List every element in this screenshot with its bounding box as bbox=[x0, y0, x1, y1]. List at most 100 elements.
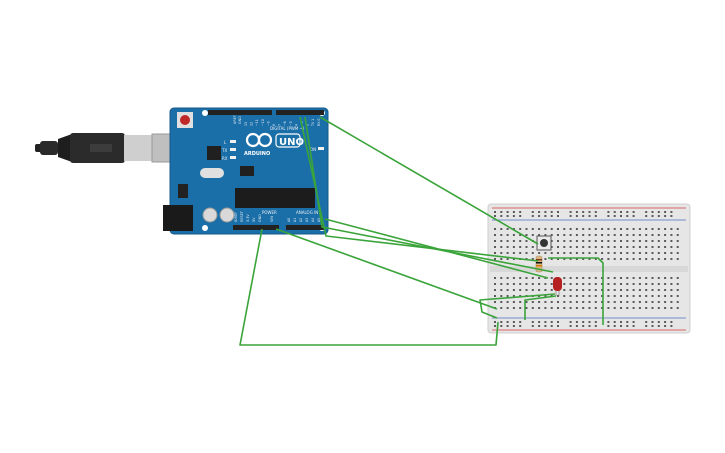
breadboard-hole[interactable] bbox=[500, 258, 503, 260]
breadboard-hole[interactable] bbox=[525, 283, 528, 285]
breadboard-hole[interactable] bbox=[531, 215, 534, 217]
breadboard-hole[interactable] bbox=[645, 283, 648, 285]
breadboard-hole[interactable] bbox=[670, 240, 673, 242]
breadboard-hole[interactable] bbox=[676, 295, 679, 297]
breadboard-hole[interactable] bbox=[588, 246, 591, 248]
breadboard-hole[interactable] bbox=[494, 234, 496, 236]
breadboard-hole[interactable] bbox=[582, 240, 585, 242]
breadboard-hole[interactable] bbox=[506, 301, 509, 303]
breadboard-hole[interactable] bbox=[582, 234, 585, 236]
breadboard-hole[interactable] bbox=[676, 240, 679, 242]
breadboard-hole[interactable] bbox=[544, 321, 547, 323]
breadboard-hole[interactable] bbox=[632, 283, 635, 285]
breadboard-hole[interactable] bbox=[531, 211, 534, 213]
breadboard-hole[interactable] bbox=[670, 211, 673, 213]
breadboard-hole[interactable] bbox=[626, 215, 629, 217]
breadboard-hole[interactable] bbox=[582, 246, 585, 248]
breadboard-hole[interactable] bbox=[500, 283, 503, 285]
breadboard-hole[interactable] bbox=[582, 215, 585, 217]
breadboard-hole[interactable] bbox=[550, 228, 553, 230]
breadboard-hole[interactable] bbox=[569, 258, 572, 260]
breadboard-hole[interactable] bbox=[563, 258, 566, 260]
breadboard-hole[interactable] bbox=[620, 258, 622, 260]
breadboard-hole[interactable] bbox=[512, 277, 515, 279]
breadboard-hole[interactable] bbox=[494, 295, 496, 297]
breadboard-hole[interactable] bbox=[575, 325, 578, 327]
reset-button[interactable] bbox=[177, 112, 193, 128]
breadboard-hole[interactable] bbox=[620, 215, 622, 217]
breadboard-hole[interactable] bbox=[632, 234, 635, 236]
breadboard-hole[interactable] bbox=[544, 307, 547, 309]
breadboard-hole[interactable] bbox=[645, 258, 648, 260]
breadboard-hole[interactable] bbox=[607, 211, 610, 213]
breadboard-hole[interactable] bbox=[613, 215, 616, 217]
breadboard-hole[interactable] bbox=[620, 283, 622, 285]
breadboard-hole[interactable] bbox=[626, 252, 629, 254]
breadboard-hole[interactable] bbox=[651, 301, 654, 303]
breadboard-hole[interactable] bbox=[632, 277, 635, 279]
breadboard-hole[interactable] bbox=[601, 258, 604, 260]
breadboard-hole[interactable] bbox=[512, 252, 515, 254]
breadboard-hole[interactable] bbox=[494, 211, 496, 213]
breadboard-hole[interactable] bbox=[569, 252, 572, 254]
breadboard-hole[interactable] bbox=[664, 258, 667, 260]
breadboard-hole[interactable] bbox=[588, 258, 591, 260]
breadboard-hole[interactable] bbox=[575, 277, 578, 279]
breadboard-hole[interactable] bbox=[620, 228, 622, 230]
breadboard-hole[interactable] bbox=[494, 283, 496, 285]
breadboard-hole[interactable] bbox=[544, 215, 547, 217]
breadboard-hole[interactable] bbox=[512, 215, 515, 217]
breadboard-hole[interactable] bbox=[506, 228, 509, 230]
breadboard-hole[interactable] bbox=[601, 240, 604, 242]
breadboard-hole[interactable] bbox=[594, 240, 597, 242]
breadboard-hole[interactable] bbox=[531, 325, 534, 327]
breadboard-hole[interactable] bbox=[531, 307, 534, 309]
breadboard-hole[interactable] bbox=[651, 234, 654, 236]
breadboard-hole[interactable] bbox=[531, 301, 534, 303]
breadboard-hole[interactable] bbox=[538, 252, 541, 254]
breadboard-hole[interactable] bbox=[512, 258, 515, 260]
breadboard-hole[interactable] bbox=[575, 215, 578, 217]
push-button-icon[interactable] bbox=[536, 235, 552, 251]
breadboard-hole[interactable] bbox=[626, 325, 629, 327]
breadboard-hole[interactable] bbox=[569, 211, 572, 213]
breadboard-hole[interactable] bbox=[588, 321, 591, 323]
breadboard-hole[interactable] bbox=[550, 215, 553, 217]
breadboard-hole[interactable] bbox=[651, 228, 654, 230]
breadboard-hole[interactable] bbox=[613, 301, 616, 303]
breadboard-hole[interactable] bbox=[651, 283, 654, 285]
breadboard-hole[interactable] bbox=[544, 234, 547, 236]
breadboard-hole[interactable] bbox=[500, 211, 503, 213]
breadboard-hole[interactable] bbox=[494, 215, 496, 217]
breadboard-hole[interactable] bbox=[657, 258, 660, 260]
breadboard-hole[interactable] bbox=[601, 252, 604, 254]
breadboard-hole[interactable] bbox=[519, 234, 522, 236]
breadboard-hole[interactable] bbox=[582, 295, 585, 297]
breadboard-hole[interactable] bbox=[645, 215, 648, 217]
breadboard-hole[interactable] bbox=[657, 307, 660, 309]
breadboard-hole[interactable] bbox=[575, 295, 578, 297]
breadboard-hole[interactable] bbox=[506, 295, 509, 297]
breadboard-hole[interactable] bbox=[613, 325, 616, 327]
breadboard-hole[interactable] bbox=[557, 211, 559, 213]
breadboard-hole[interactable] bbox=[500, 215, 503, 217]
breadboard-hole[interactable] bbox=[607, 246, 610, 248]
breadboard-hole[interactable] bbox=[512, 240, 515, 242]
breadboard-hole[interactable] bbox=[531, 258, 534, 260]
breadboard-hole[interactable] bbox=[632, 211, 635, 213]
breadboard-hole[interactable] bbox=[506, 211, 509, 213]
breadboard-hole[interactable] bbox=[575, 246, 578, 248]
breadboard-hole[interactable] bbox=[676, 258, 679, 260]
breadboard-hole[interactable] bbox=[664, 277, 667, 279]
breadboard-hole[interactable] bbox=[620, 289, 622, 291]
breadboard-hole[interactable] bbox=[557, 246, 559, 248]
breadboard-hole[interactable] bbox=[594, 234, 597, 236]
breadboard-hole[interactable] bbox=[531, 252, 534, 254]
breadboard-hole[interactable] bbox=[676, 283, 679, 285]
breadboard-hole[interactable] bbox=[512, 283, 515, 285]
breadboard-hole[interactable] bbox=[519, 301, 522, 303]
breadboard-hole[interactable] bbox=[500, 228, 503, 230]
breadboard-hole[interactable] bbox=[563, 246, 566, 248]
breadboard-hole[interactable] bbox=[664, 321, 667, 323]
breadboard-hole[interactable] bbox=[569, 277, 572, 279]
